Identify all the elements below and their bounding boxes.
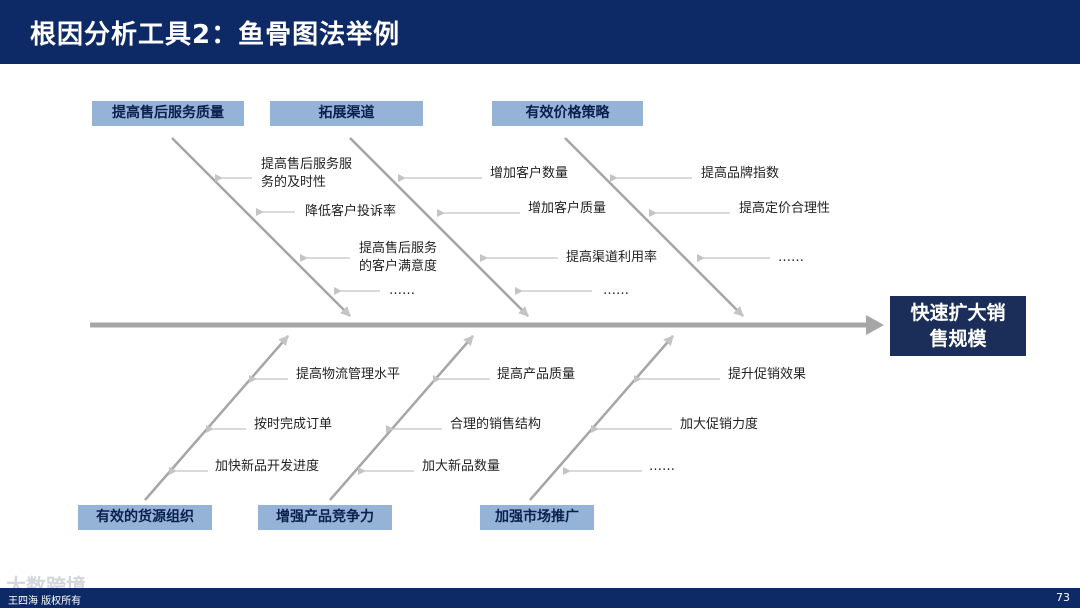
- cause-label: 提高物流管理水平: [296, 367, 401, 382]
- category-box-channels: 拓展渠道: [270, 101, 423, 126]
- category-box-competitiveness: 增强产品竞争力: [258, 505, 392, 530]
- cause-label: 提高渠道利用率: [566, 250, 658, 265]
- bone-bottom-1: [144, 335, 289, 501]
- bone-top-3: [564, 137, 744, 317]
- cause-label: 加快新品开发进度: [215, 459, 320, 474]
- category-box-pricing: 有效价格策略: [492, 101, 643, 126]
- header-bar: 根因分析工具2：鱼骨图法举例: [0, 0, 1080, 64]
- bone-bottom-2: [329, 335, 474, 501]
- bone-top-1: [171, 137, 351, 317]
- cause-label: ……: [389, 283, 415, 298]
- cause-label: ……: [778, 250, 804, 265]
- effect-label: 快速扩大销售规模: [910, 302, 1006, 350]
- page-title: 根因分析工具2：鱼骨图法举例: [30, 20, 401, 50]
- copyright-text: 王四海 版权所有: [8, 596, 82, 607]
- cause-label: ……: [603, 283, 629, 298]
- cause-label: 提高售后服务的客户满意度: [359, 241, 438, 274]
- cause-label: 提高定价合理性: [739, 201, 831, 216]
- category-box-sourcing: 有效的货源组织: [78, 505, 212, 530]
- cause-label: ……: [649, 459, 675, 474]
- cause-label: 加大促销力度: [680, 417, 759, 432]
- cause-label: 按时完成订单: [254, 417, 333, 432]
- cause-label: 增加客户质量: [528, 201, 607, 216]
- footer-bar: 王四海 版权所有 73: [0, 588, 1080, 608]
- bone-top-2: [349, 137, 529, 317]
- cause-label: 降低客户投诉率: [305, 204, 397, 219]
- cause-label: 加大新品数量: [422, 459, 501, 474]
- effect-box: 快速扩大销售规模: [890, 296, 1026, 356]
- cause-label: 提高品牌指数: [701, 166, 780, 181]
- category-box-after-sales: 提高售后服务质量: [92, 101, 244, 126]
- category-box-marketing: 加强市场推广: [480, 505, 594, 530]
- cause-label: 合理的销售结构: [450, 417, 542, 432]
- cause-label: 增加客户数量: [490, 166, 569, 181]
- cause-label: 提高售后服务服务的及时性: [261, 157, 353, 190]
- page-number: 73: [1056, 591, 1070, 604]
- bone-bottom-3: [529, 335, 674, 501]
- cause-label: 提升促销效果: [728, 367, 807, 382]
- spine-arrowhead: [866, 315, 884, 335]
- cause-label: 提高产品质量: [497, 367, 576, 382]
